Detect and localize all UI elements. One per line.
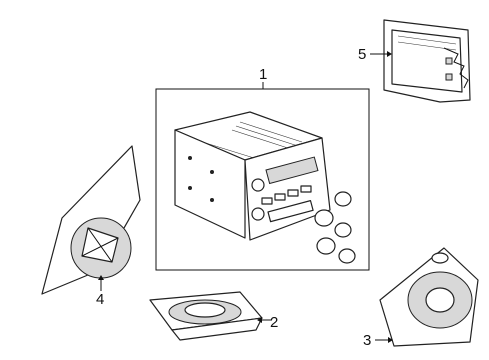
callout-5: 5 [358,46,392,63]
callout-1: 1 [259,66,267,89]
svg-text:5: 5 [358,46,366,63]
svg-text:4: 4 [96,291,104,308]
svg-text:1: 1 [259,66,267,83]
pillar-speaker [41,145,141,295]
callout-3: 3 [363,332,393,349]
door-speaker [149,291,263,341]
front-speaker [379,247,479,347]
amplifier-module [383,19,471,103]
radio-knobs [314,191,356,264]
callout-2: 2 [257,314,278,331]
callout-4: 4 [96,275,104,308]
svg-text:3: 3 [363,332,371,349]
radio-receiver [174,111,331,241]
svg-text:2: 2 [270,314,278,331]
